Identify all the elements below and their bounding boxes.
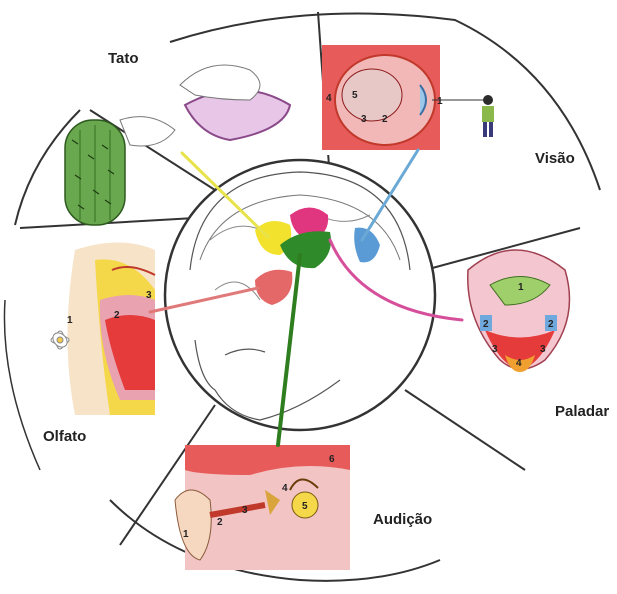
- ear-label-5: 5: [302, 501, 308, 512]
- nose-illustration: 1 2 3: [50, 243, 155, 416]
- flower-icon: [50, 330, 70, 350]
- label-paladar: Paladar: [555, 403, 609, 420]
- ear-illustration: 1 2 3 4 5 6: [175, 445, 350, 570]
- ear-label-6: 6: [329, 454, 335, 465]
- ear-label-4: 4: [282, 483, 288, 494]
- label-olfato: Olfato: [43, 428, 86, 445]
- tongue-label-4: 4: [516, 358, 522, 369]
- boy-figure: [482, 95, 494, 137]
- eye-label-3: 3: [361, 114, 367, 125]
- tongue-illustration: 1 2 2 3 3 4: [468, 250, 570, 372]
- nose-label-2: 2: [114, 310, 120, 321]
- eye-label-5: 5: [352, 90, 358, 101]
- tongue-label-3b: 3: [540, 344, 546, 355]
- nose-label-3: 3: [146, 290, 152, 301]
- label-tato: Tato: [108, 50, 139, 67]
- ear-label-2: 2: [217, 517, 223, 528]
- ear-label-1: 1: [183, 529, 189, 540]
- eye-label-1: 1: [437, 96, 443, 107]
- tongue-label-2a: 2: [483, 319, 489, 330]
- eye-label-2: 2: [382, 114, 388, 125]
- tongue-label-3a: 3: [492, 344, 498, 355]
- central-head: [165, 160, 435, 430]
- nose-label-1: 1: [67, 315, 73, 326]
- label-audicao: Audição: [373, 511, 432, 528]
- eye-label-4: 4: [326, 93, 332, 104]
- hand-on-pad-illustration: [180, 65, 290, 140]
- label-visao: Visão: [535, 150, 575, 167]
- ear-label-3: 3: [242, 505, 248, 516]
- tongue-label-1: 1: [518, 282, 524, 293]
- tongue-label-2b: 2: [548, 319, 554, 330]
- cactus-illustration: [65, 117, 175, 225]
- eye-illustration: 1 2 3 4 5: [322, 45, 494, 155]
